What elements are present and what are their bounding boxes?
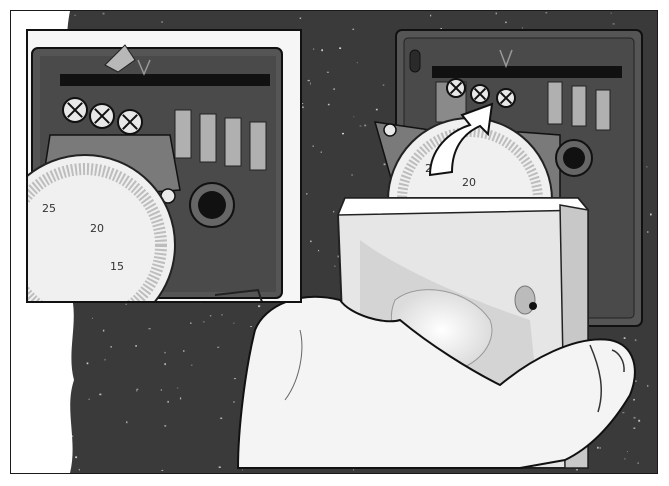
- terminal-post: [199, 113, 217, 163]
- indicator-dot: [529, 302, 537, 310]
- inset-dial-label: 25: [42, 202, 56, 215]
- screw-icon: [89, 103, 115, 129]
- clip-tab-icon: [104, 44, 136, 73]
- screw-icon: [62, 97, 88, 123]
- arrow-up-icon: [428, 102, 494, 177]
- main-dial-label: 20: [462, 176, 476, 189]
- screw-icon: [117, 109, 143, 135]
- terminal-post: [224, 117, 242, 167]
- screw-icon: [446, 78, 466, 98]
- terminal-post: [249, 121, 267, 171]
- detail-inset: 25 20 15: [28, 31, 300, 301]
- bracket-screw-icon: [383, 123, 397, 137]
- terminal-screws: [446, 78, 516, 108]
- screw-icon: [470, 84, 490, 104]
- screw-icon: [496, 88, 516, 108]
- terminal-post: [174, 109, 192, 159]
- sensor-knob: [555, 139, 593, 177]
- inset-dial-label: 20: [90, 222, 104, 235]
- inset-dial-label: 15: [110, 260, 124, 273]
- hand: [236, 295, 636, 469]
